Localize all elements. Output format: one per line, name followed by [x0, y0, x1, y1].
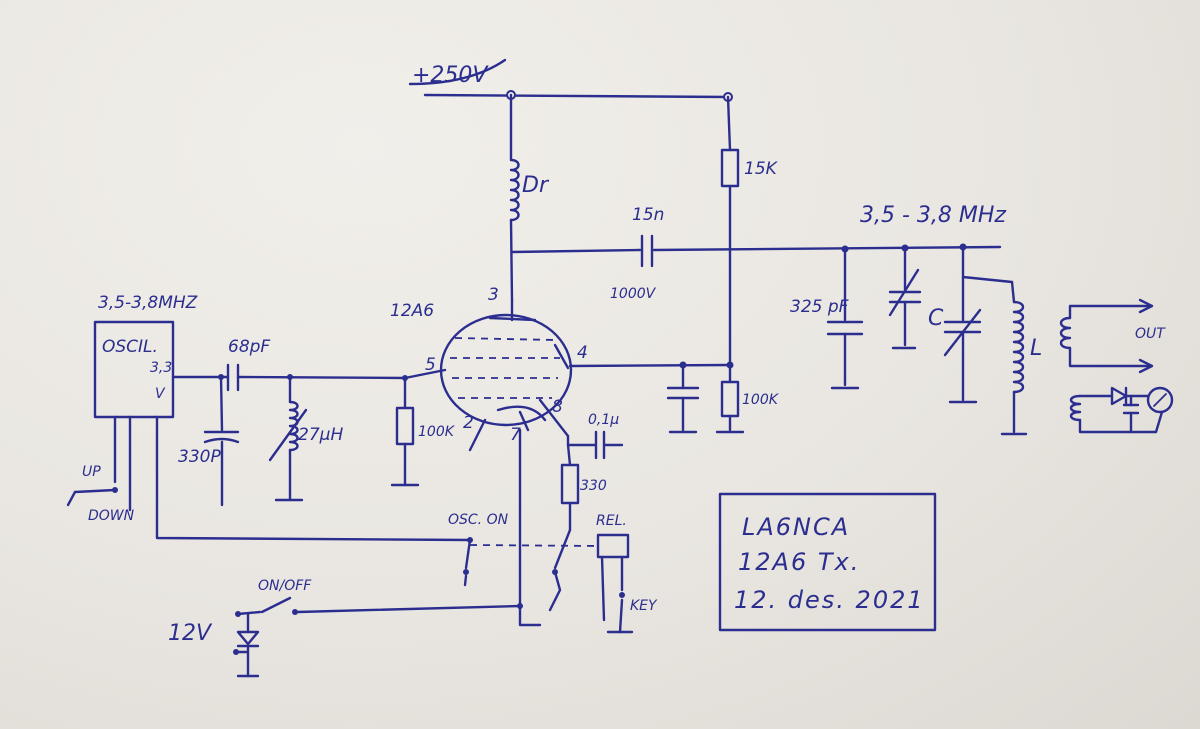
freq-right-label: 3,5 - 3,8 MHz [860, 203, 1006, 228]
variable-cap-c [943, 245, 982, 404]
resistor-100k-grid [390, 376, 420, 487]
cap-1000v-label: 1000V [610, 286, 657, 302]
tube-12a6 [439, 298, 732, 452]
cap-68pf [218, 363, 447, 392]
freq-left-label: 3,5-3,8MHZ [98, 293, 198, 313]
coupling-cap-15n [510, 234, 1002, 268]
resistor-15k-label: 15K [744, 159, 779, 179]
osc-line2: 3,3 [150, 360, 172, 376]
output-link [1059, 298, 1154, 374]
cap-15n-label: 15n [632, 205, 664, 225]
on-off-label: ON/OFF [258, 578, 312, 594]
coil-l [961, 275, 1028, 436]
cap-01u-label: 0,1μ [588, 412, 619, 428]
pin5-label: 5 [425, 355, 436, 375]
title-line1: LA6NCA [742, 513, 850, 541]
resistor-15k [720, 95, 740, 364]
pin8-label: 8 [552, 397, 563, 417]
osc-line3: V [155, 386, 166, 402]
pin2-label: 2 [463, 413, 474, 433]
choke-dr [509, 93, 520, 302]
resistor-330-label: 330 [580, 478, 607, 494]
supply-12v [233, 428, 542, 678]
osc-on-switch [155, 415, 473, 587]
coil-l-label: L [1030, 336, 1042, 361]
osc-on-label: OSC. ON [448, 512, 509, 528]
supply-label: +250V [412, 63, 489, 88]
title-line2: 12A6 Tx. [738, 548, 860, 576]
pin3-label: 3 [488, 285, 499, 305]
title-line3: 12. des. 2021 [734, 586, 925, 614]
cap-c-label: C [928, 306, 944, 331]
pin4-label: 4 [577, 343, 588, 363]
cap-330p-label: 330P [178, 447, 221, 467]
choke-label: Dr [522, 173, 550, 198]
relay [469, 528, 634, 634]
title-box [718, 492, 937, 632]
v12-label: 12V [168, 621, 213, 646]
trimmer-cap [888, 246, 922, 350]
inductor-27uh-label: 27μH [298, 425, 343, 445]
cap-325pf-label: 325 pF [790, 297, 849, 317]
updown-switch [66, 415, 132, 512]
up-label: UP [82, 464, 101, 480]
relay-label: REL. [596, 513, 627, 529]
cap-330p [203, 375, 240, 507]
resistor-100k-grid-label: 100K [418, 424, 456, 440]
key-label: KEY [630, 598, 658, 614]
field-meter [1069, 386, 1174, 434]
down-label: DOWN [88, 508, 135, 524]
out-label: OUT [1135, 326, 1166, 342]
pin7-label: 7 [510, 425, 521, 445]
screen-network [666, 361, 745, 434]
cap-68pf-label: 68pF [228, 337, 270, 357]
tank-325pf [826, 247, 864, 390]
resistor-100k-screen-label: 100K [742, 392, 780, 408]
inductor-27uh [268, 375, 308, 502]
osc-line1: OSCIL. [102, 337, 158, 357]
cathode-network [560, 430, 624, 532]
tube-label: 12A6 [390, 301, 434, 321]
